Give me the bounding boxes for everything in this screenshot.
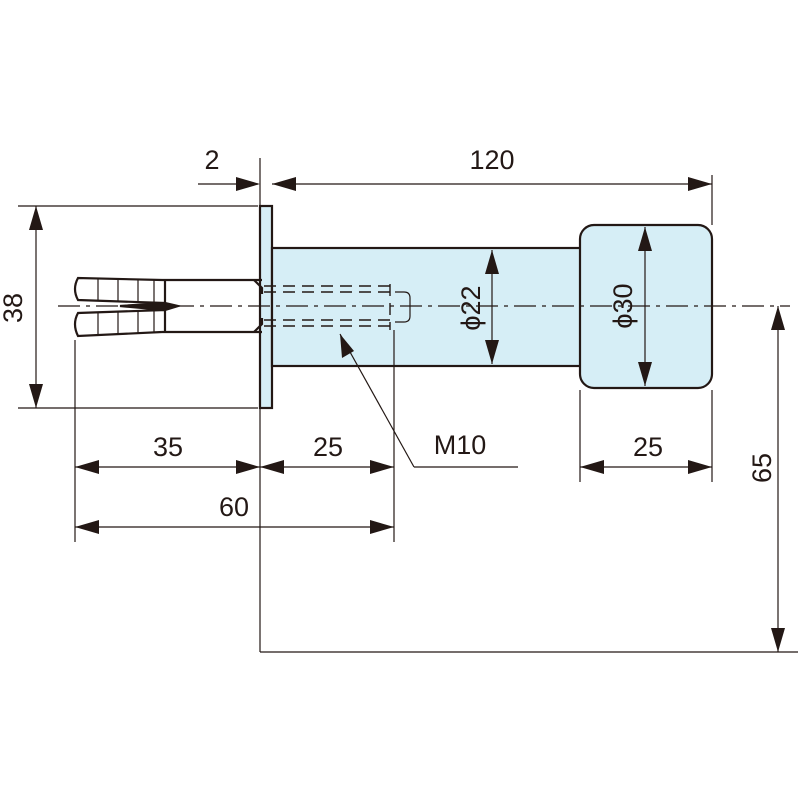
shank-notch-bottom (253, 318, 264, 333)
dim-anchor-length-label: 35 (153, 432, 183, 462)
expansion-sleeve-lower (73, 308, 167, 338)
dim-line-flange-height (29, 206, 43, 408)
dim-line-thread-depth (260, 460, 394, 474)
threaded-bore-hidden (264, 284, 411, 330)
dim-line-head-length (580, 460, 712, 474)
extension-lines (18, 158, 798, 653)
dim-flange-thickness-label: 2 (204, 145, 219, 175)
dim-line-center-height (771, 306, 785, 652)
dim-line-body-diameter (485, 250, 499, 364)
dim-line-total-anchor-length (75, 520, 394, 534)
dim-thread-size-label: M10 (434, 430, 487, 460)
dim-overall-length-label: 120 (469, 145, 514, 175)
dim-body-diameter-label: ϕ22 (456, 285, 486, 330)
leader-thread-size (339, 333, 518, 468)
flange-plate (258, 204, 274, 410)
dim-thread-depth-label: 25 (313, 432, 343, 462)
dim-line-anchor-length (75, 460, 260, 474)
cylinder-body (270, 246, 586, 368)
dim-head-diameter-label: ϕ30 (608, 283, 638, 328)
dim-total-anchor-length-label: 60 (219, 492, 249, 522)
expansion-sleeve-upper (73, 276, 167, 305)
dim-head-length-label: 25 (633, 432, 663, 462)
dim-line-head-diameter (638, 227, 652, 386)
shank-notch-top (253, 279, 264, 294)
dim-line-overall-length (272, 177, 712, 191)
dim-flange-height-label: 38 (0, 293, 28, 323)
dim-center-height-label: 65 (747, 453, 777, 483)
